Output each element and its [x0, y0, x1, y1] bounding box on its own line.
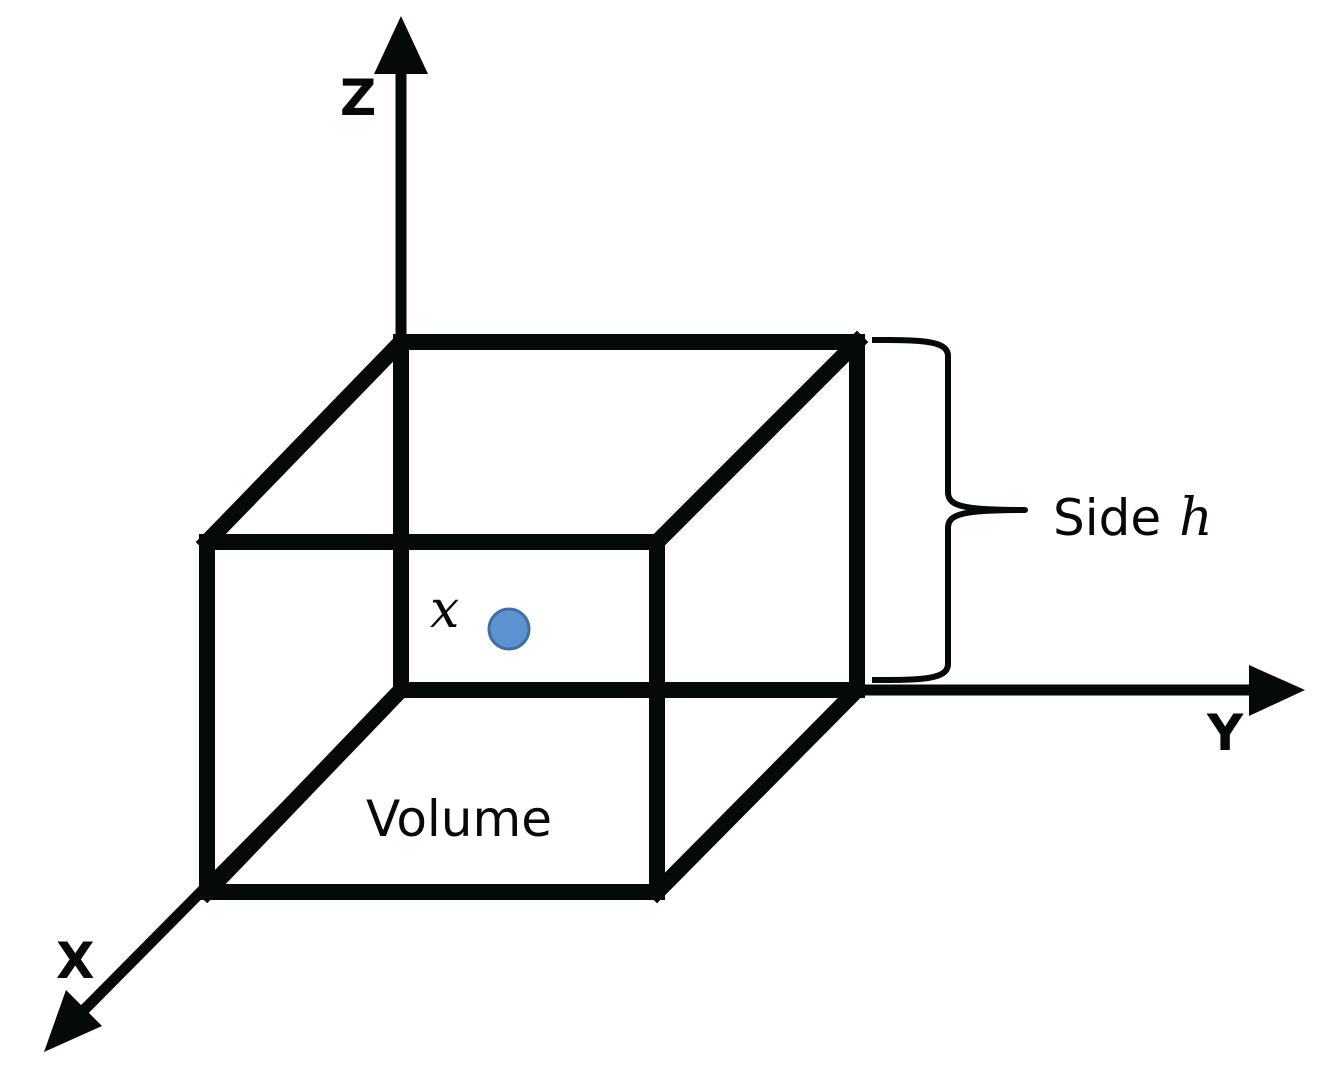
cube-edge-bottom-right — [645, 678, 869, 904]
y-axis-label: Y — [1206, 704, 1244, 762]
side-label-symbol: h — [1179, 488, 1213, 548]
cube-edge-top-left — [195, 330, 413, 554]
side-brace — [871, 337, 1028, 683]
z-axis-label: Z — [340, 69, 376, 127]
point-label: x — [430, 580, 459, 640]
cube-edge-bottom-left — [195, 678, 413, 904]
cube-front-face — [199, 534, 665, 900]
y-axis-arrowhead — [1249, 665, 1305, 716]
volume-label: Volume — [366, 790, 552, 848]
x-axis-arrowhead — [44, 990, 102, 1052]
side-label-text: Side — [1053, 489, 1161, 547]
cube — [195, 330, 869, 904]
side-label: Side h — [1053, 488, 1213, 548]
cube-edge-top-right — [645, 330, 869, 554]
z-axis-arrowhead — [374, 16, 428, 74]
x-axis-label: X — [56, 932, 95, 990]
cube-back-face — [393, 334, 865, 698]
point-marker — [487, 607, 531, 651]
